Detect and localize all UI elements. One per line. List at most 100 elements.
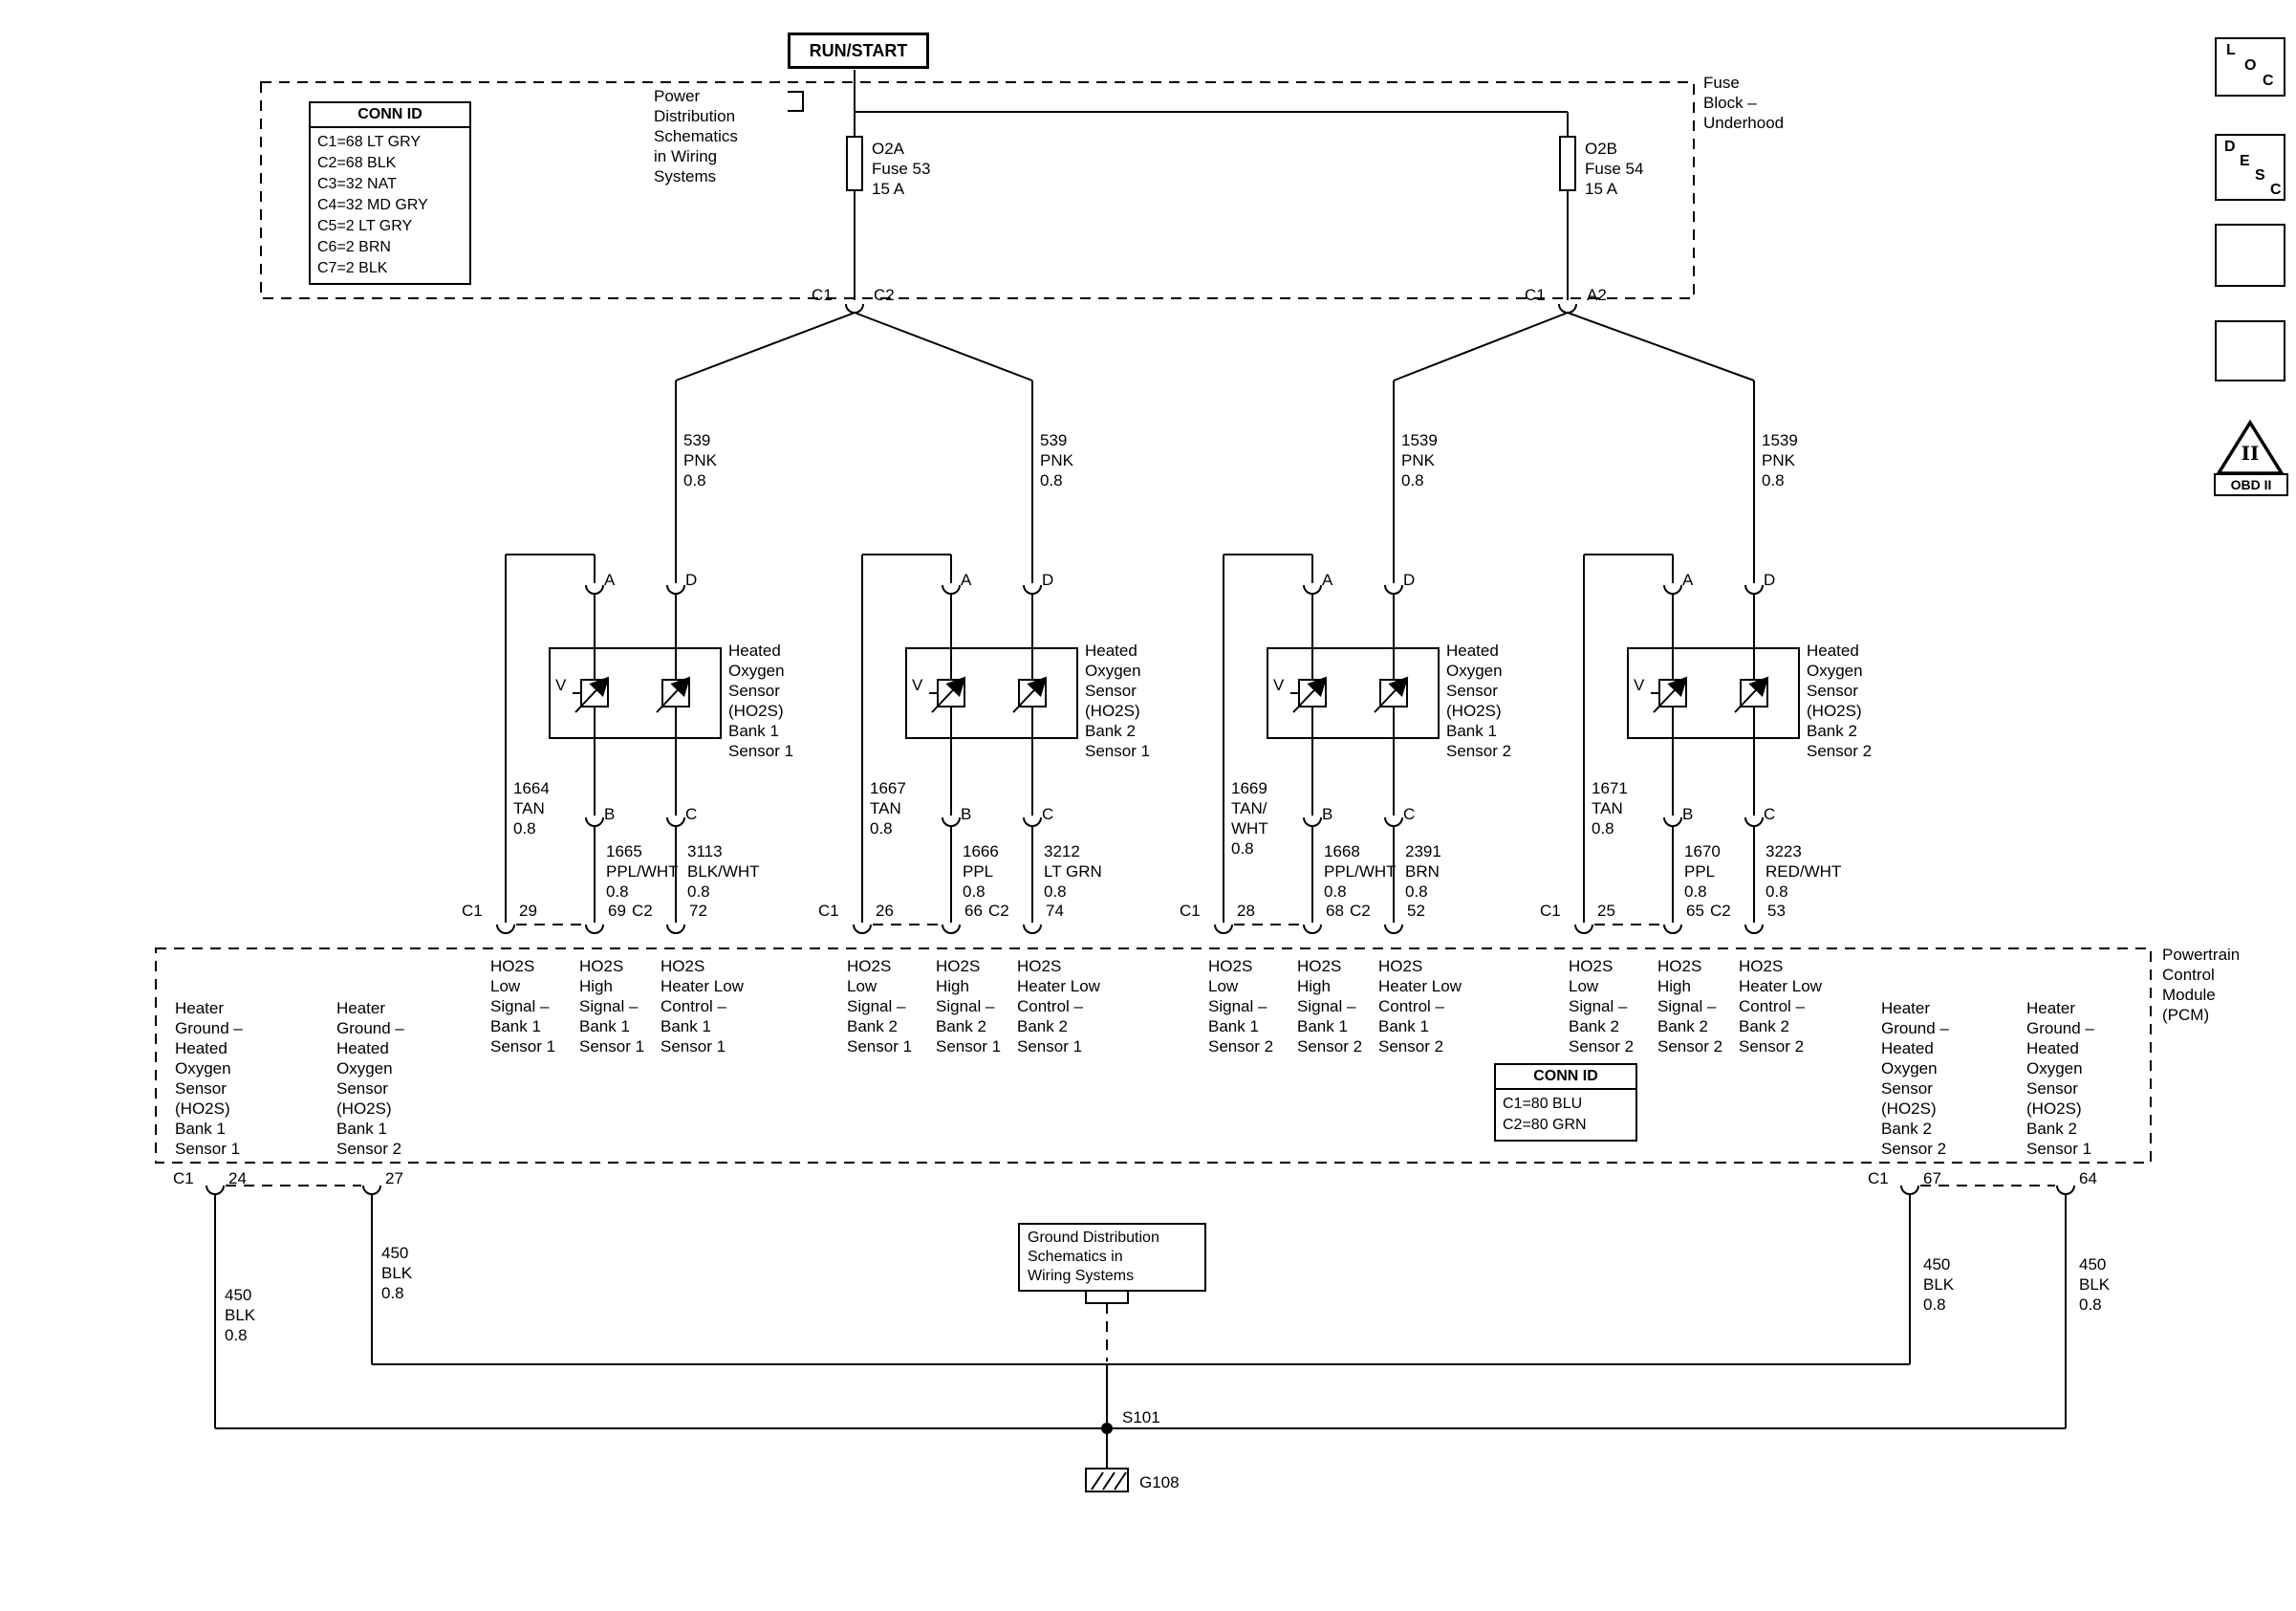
sensor-1-meter-label: V	[555, 676, 567, 694]
sensor-1-pin-high: 69	[608, 902, 626, 920]
sensor-1-heater-wire-label: 3113 BLK/WHT 0.8	[687, 842, 760, 901]
sensor-3-terminal-c: C	[1403, 805, 1416, 823]
sensor-4-wires	[1574, 381, 1800, 934]
sensor-1-terminal-c: C	[685, 805, 698, 823]
sensor-3-high-wire-label: 1668 PPL/WHT 0.8	[1324, 842, 1397, 901]
sensor-4-terminal-b: B	[1682, 805, 1694, 823]
sensor-1-box	[549, 647, 722, 739]
sensor-2-wires	[853, 381, 1078, 934]
ground-wire-3-label: 450 BLK 0.8	[1923, 1255, 1955, 1314]
pcm-ground-pin-1-conn: C1	[173, 1169, 194, 1187]
pcm-pin-label-9: HO2S Heater Low Control – Bank 1 Sensor …	[1378, 957, 1462, 1056]
sensor-4-high-wire-label: 1670 PPL 0.8	[1684, 842, 1721, 901]
sensor-3-heater-wire-label: 2391 BRN 0.8	[1405, 842, 1441, 901]
desc-letter-d: D	[2224, 139, 2236, 155]
pcm-pin-label-2: HO2S High Signal – Bank 1 Sensor 1	[579, 957, 645, 1056]
sensor-4-pin-high: 65	[1686, 902, 1704, 920]
power-note-bracket	[788, 91, 804, 112]
sensor-2-pin-low: 26	[876, 902, 894, 920]
sensor-2-terminal-c: C	[1042, 805, 1054, 823]
sensor-4-terminal-d: D	[1764, 571, 1776, 589]
ground-wires	[206, 1185, 2075, 1492]
sensor-3-wires	[1214, 381, 1440, 934]
sensor-2-pin-heater: 74	[1046, 902, 1064, 920]
branch-wire-4-label: 1539 PNK 0.8	[1762, 431, 1798, 490]
sensor-1-pin-heater: 72	[689, 902, 707, 920]
splice-s101-label: S101	[1122, 1408, 1160, 1426]
power-feed-wires	[675, 70, 1755, 381]
sensor-2-low-wire-label: 1667 TAN 0.8	[870, 779, 906, 838]
sensor-3-terminal-a: A	[1322, 571, 1333, 589]
pcm-ground-label-2: Heater Ground – Heated Oxygen Sensor (HO…	[336, 999, 404, 1158]
sensor-1-name: Heated Oxygen Sensor (HO2S) Bank 1 Senso…	[728, 642, 794, 760]
sensor-3-pin-heater: 52	[1407, 902, 1425, 920]
obd-ii-badge: OBD II	[2214, 473, 2288, 496]
pcm-pin-label-5: HO2S High Signal – Bank 2 Sensor 1	[936, 957, 1002, 1056]
pcm-pin-label-7: HO2S Low Signal – Bank 1 Sensor 2	[1208, 957, 1274, 1056]
fuse-53-label: O2A Fuse 53 15 A	[872, 140, 931, 198]
conn-id-rows: C1=68 LT GRY C2=68 BLK C3=32 NAT C4=32 M…	[317, 134, 428, 276]
fuse-54-label: O2B Fuse 54 15 A	[1585, 140, 1644, 198]
loc-letter-l: L	[2226, 42, 2236, 58]
sensor-4-name: Heated Oxygen Sensor (HO2S) Bank 2 Senso…	[1807, 642, 1873, 760]
sensor-3-terminal-b: B	[1322, 805, 1333, 823]
power-distribution-note: Power Distribution Schematics in Wiring …	[654, 87, 738, 185]
sensor-3-name: Heated Oxygen Sensor (HO2S) Bank 1 Senso…	[1446, 642, 1512, 760]
pcm-pin-label-3: HO2S Heater Low Control – Bank 1 Sensor …	[661, 957, 744, 1056]
sensor-2-box	[905, 647, 1078, 739]
pcm-pin-label-11: HO2S High Signal – Bank 2 Sensor 2	[1657, 957, 1723, 1056]
fuse2-out-conn-right: A2	[1587, 286, 1607, 304]
sensor-1-low-wire-label: 1664 TAN 0.8	[513, 779, 550, 838]
sensor-2-pin-low-conn: C1	[818, 902, 839, 920]
sensor-2-meter-label: V	[912, 676, 923, 694]
sensor-4-pin-heater: 53	[1767, 902, 1786, 920]
loc-button[interactable]: L O C	[2215, 37, 2285, 97]
back-button[interactable]	[2215, 320, 2285, 381]
sensor-2-name: Heated Oxygen Sensor (HO2S) Bank 2 Senso…	[1085, 642, 1151, 760]
pcm-pin-label-6: HO2S Heater Low Control – Bank 2 Sensor …	[1017, 957, 1100, 1056]
pcm-title: Powertrain Control Module (PCM)	[2162, 946, 2241, 1024]
desc-letter-e: E	[2240, 153, 2250, 169]
sensor-4-heater-wire-label: 3223 RED/WHT 0.8	[1765, 842, 1842, 901]
pcm-pin-label-4: HO2S Low Signal – Bank 2 Sensor 1	[847, 957, 913, 1056]
pcm-ground-label-3: Heater Ground – Heated Oxygen Sensor (HO…	[1881, 999, 1949, 1158]
sensor-4-low-wire-label: 1671 TAN 0.8	[1592, 779, 1628, 838]
pcm-conn-id-title: CONN ID	[1496, 1065, 1635, 1090]
fuse1-out-conn-right: C2	[874, 286, 895, 304]
run-start-box: RUN/START	[788, 33, 929, 69]
desc-button[interactable]: D E S C	[2215, 134, 2285, 201]
fuse-block-outline	[260, 81, 1695, 299]
sensor-1-terminal-d: D	[685, 571, 698, 589]
pcm-pin-label-1: HO2S Low Signal – Bank 1 Sensor 1	[490, 957, 556, 1056]
sensor-2-high-wire-label: 1666 PPL 0.8	[963, 842, 999, 901]
ground-g108-symbol	[1085, 1468, 1129, 1492]
sensor-2-pin-heater-conn: C2	[988, 902, 1009, 920]
ground-wire-4-label: 450 BLK 0.8	[2079, 1255, 2111, 1314]
ground-distribution-note: Ground Distribution Schematics in Wiring…	[1018, 1223, 1206, 1292]
sensor-2-terminal-a: A	[961, 571, 972, 589]
desc-letter-c: C	[2270, 182, 2282, 198]
pcm-pin-label-10: HO2S Low Signal – Bank 2 Sensor 2	[1569, 957, 1635, 1056]
loc-letter-o: O	[2244, 57, 2257, 74]
sensor-4-terminal-c: C	[1764, 805, 1776, 823]
fuse-53-symbol	[846, 136, 863, 191]
sensor-3-pin-heater-conn: C2	[1350, 902, 1371, 920]
sensor-4-pin-low-conn: C1	[1540, 902, 1561, 920]
sensor-3-meter-label: V	[1273, 676, 1285, 694]
sensor-2-terminal-d: D	[1042, 571, 1054, 589]
ground-wire-2-label: 450 BLK 0.8	[381, 1244, 413, 1302]
pcm-conn-id-table: CONN ID C1=80 BLU C2=80 GRN	[1494, 1063, 1637, 1142]
sensor-3-pin-low-conn: C1	[1180, 902, 1201, 920]
fuse2-out-conn-left: C1	[1525, 286, 1546, 304]
sensor-1-pin-low: 29	[519, 902, 537, 920]
loc-letter-c: C	[2263, 73, 2274, 89]
pcm-pin-label-8: HO2S High Signal – Bank 1 Sensor 2	[1297, 957, 1363, 1056]
sensor-1-terminal-a: A	[604, 571, 616, 589]
conn-id-title: CONN ID	[311, 103, 469, 128]
next-button[interactable]	[2215, 224, 2285, 287]
ground-g108-label: G108	[1139, 1473, 1180, 1491]
sensor-1-pin-heater-conn: C2	[632, 902, 653, 920]
sensor-2-heater-wire-label: 3212 LT GRN 0.8	[1044, 842, 1102, 901]
pcm-outline	[155, 947, 2152, 1164]
